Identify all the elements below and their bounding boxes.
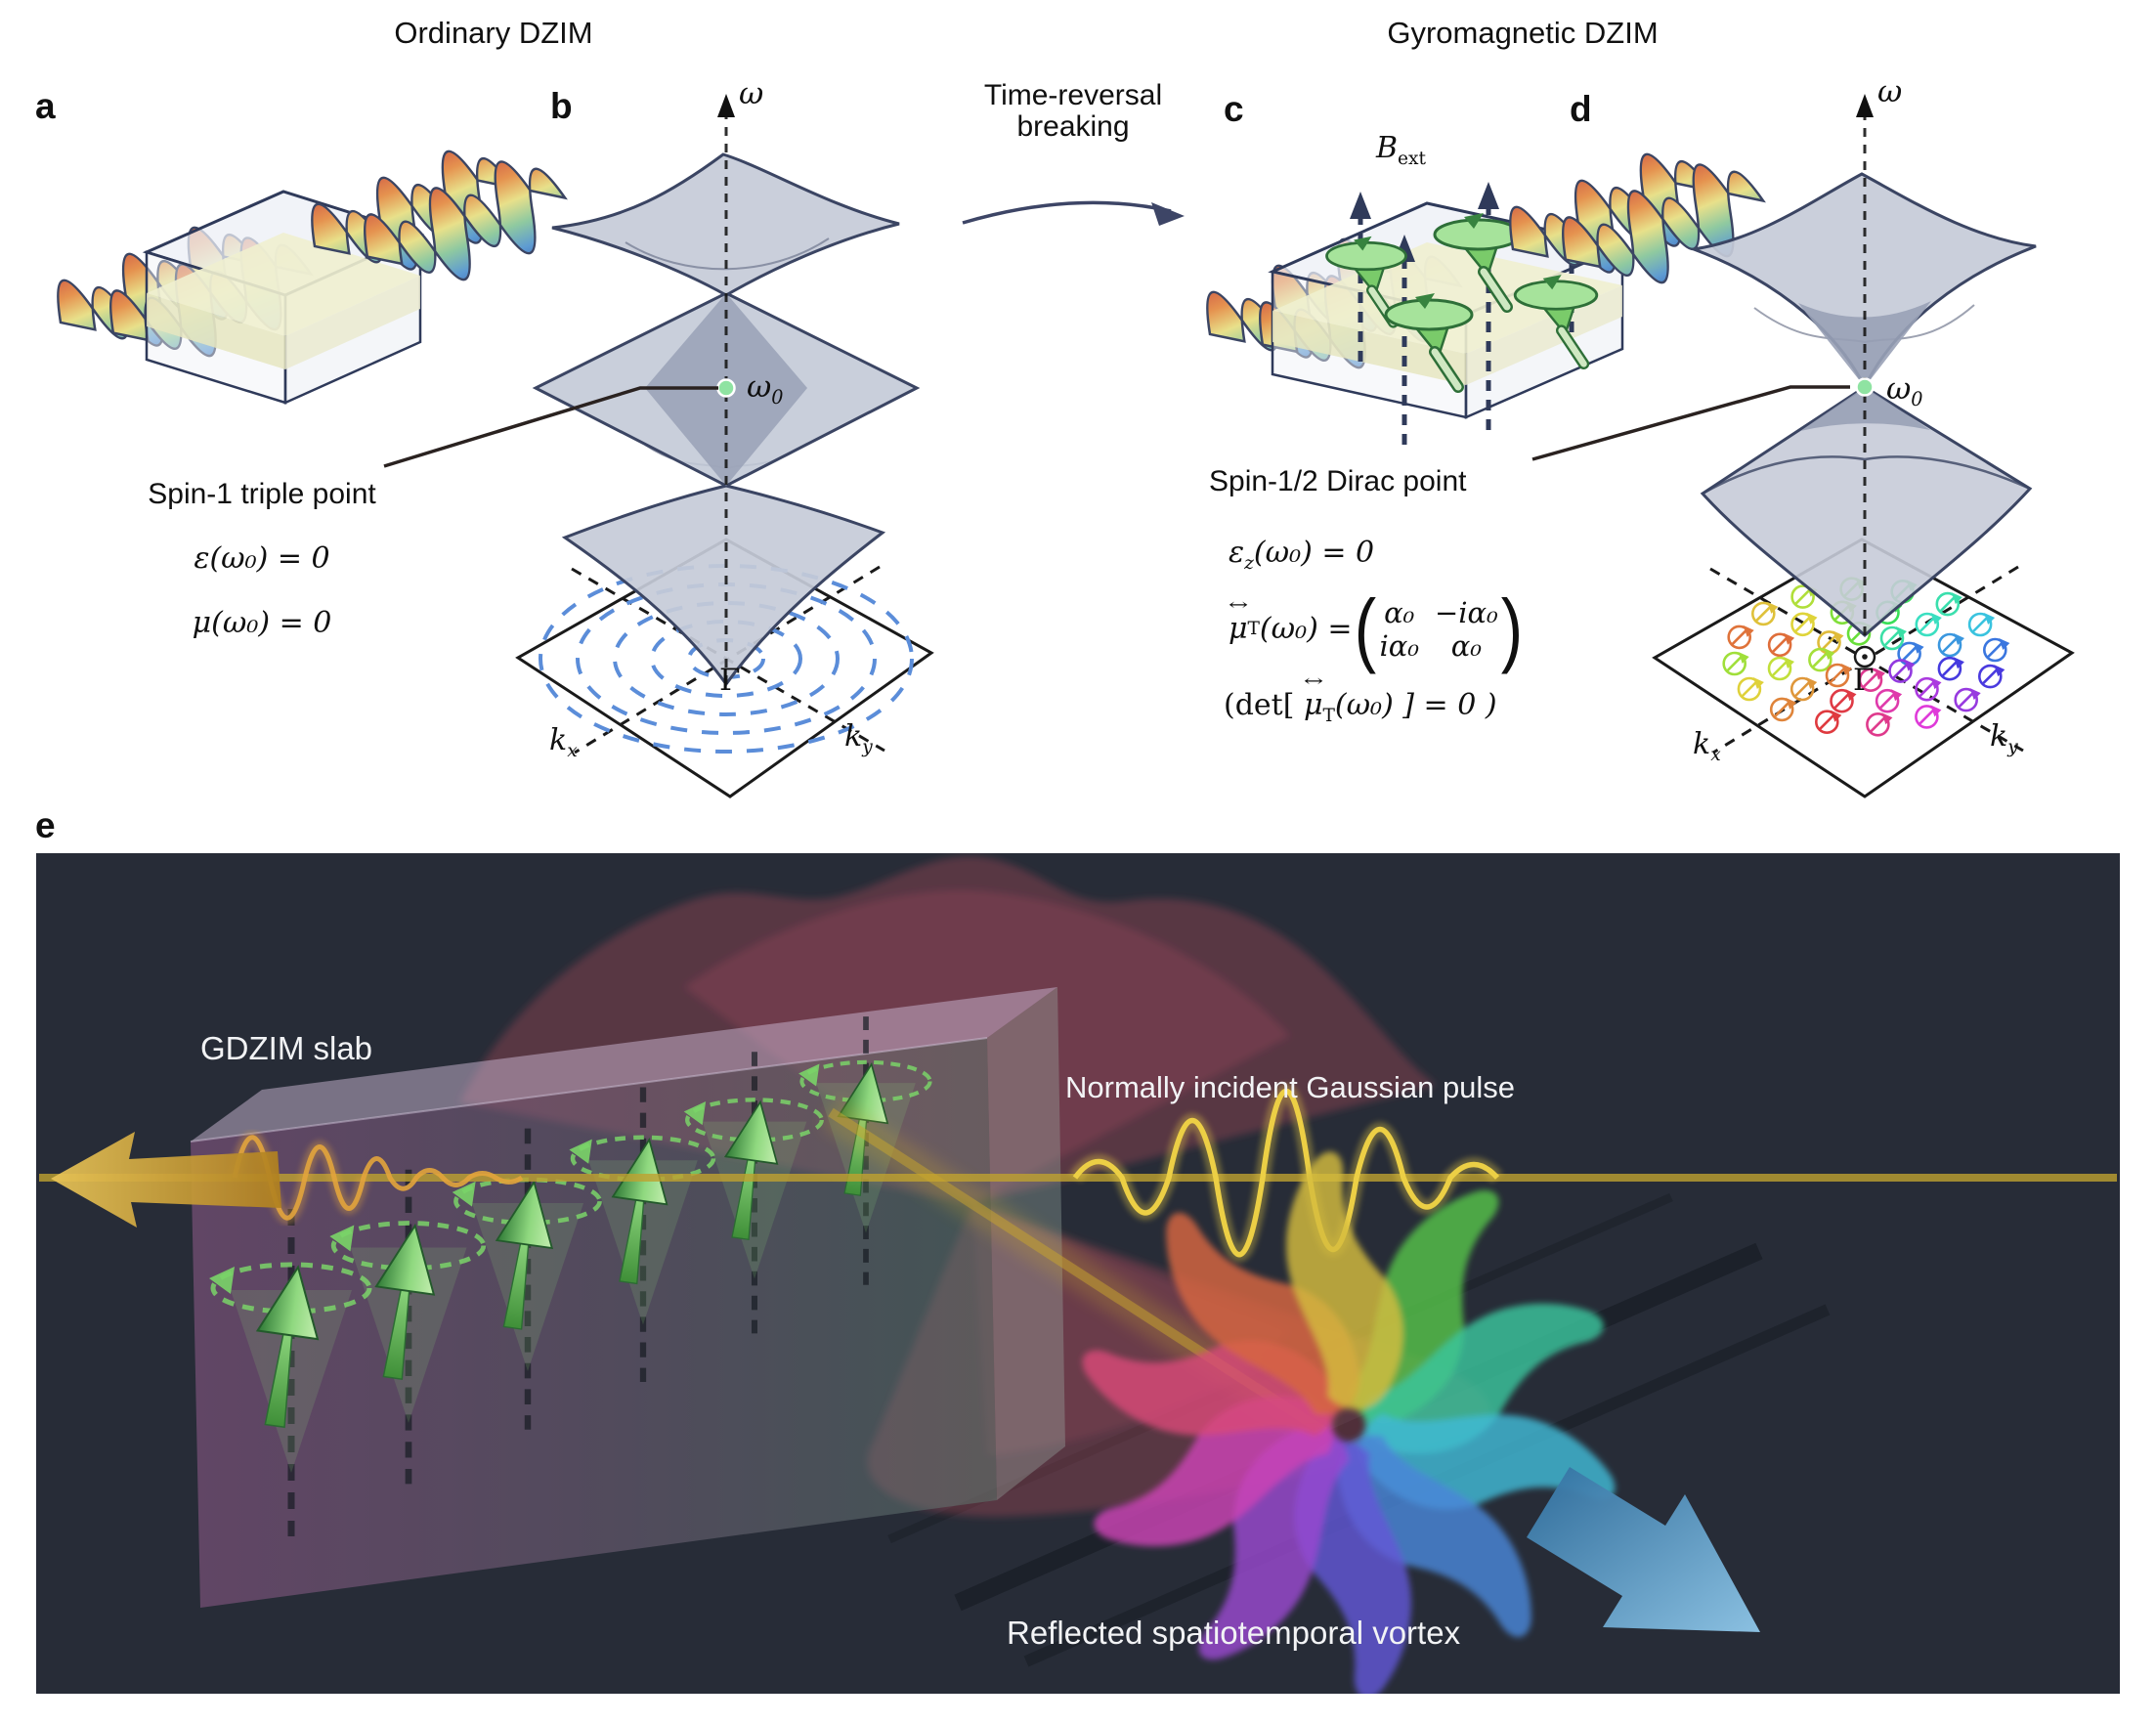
mu-equation: μ(ω₀) = 0: [192, 606, 332, 640]
omega-label-d: ω: [1877, 74, 1903, 109]
ky-label-d: ky: [1990, 719, 2018, 757]
upper-cone-surface: [551, 152, 900, 297]
gdzim-slab-label: GDZIM slab: [200, 1030, 373, 1066]
transition-label: Time-reversal breaking: [983, 79, 1163, 143]
vortex: [1082, 1151, 1616, 1694]
leader-line-b: [383, 386, 718, 468]
bext-label: Bext: [1376, 131, 1427, 169]
panel-e-scene: [36, 853, 2120, 1694]
reflected-arrow-icon: [1527, 1467, 1760, 1632]
gamma-label-d: Γ: [1853, 663, 1875, 698]
lower-cone-surface: [561, 484, 886, 687]
transition-arrowhead: [1151, 202, 1185, 226]
panel-d-dispersion: [1531, 94, 2075, 798]
det-equation: (det[ ↔μT(ω₀) ] = 0 ): [1224, 671, 1497, 726]
omega0-label-b: ω0: [747, 369, 784, 409]
transmitted-arrow-icon: [51, 1132, 281, 1228]
transmitted-pulse: [228, 1131, 524, 1225]
incident-pulse-label: Normally incident Gaussian pulse: [1065, 1070, 1516, 1104]
kx-label-d: kx: [1693, 727, 1721, 765]
ky-label-b: ky: [844, 719, 873, 757]
kx-label-b: kx: [549, 723, 578, 761]
transition-arrow-icon: [962, 200, 1172, 225]
reflected-vortex-label: Reflected spatiotemporal vortex: [1007, 1615, 1461, 1651]
spin1-triple-point-label: Spin-1 triple point: [148, 478, 376, 510]
triple-point-dot: [716, 378, 736, 398]
panel-b-dispersion: [383, 94, 934, 798]
epsilon-z-equation: εz(ω₀) = 0: [1229, 536, 1375, 574]
omega-label-b: ω: [739, 76, 764, 111]
gaussian-pulse-wave: [1068, 1084, 1503, 1263]
panel-label-b: b: [550, 86, 573, 126]
panel-a-illustration: [45, 115, 581, 405]
gamma-out-of-plane-icon: [1853, 645, 1876, 668]
gamma-label-b: Γ: [719, 663, 741, 698]
panel-c-illustration: [1194, 118, 1779, 445]
title-gyromagnetic-dzim: Gyromagnetic DZIM: [1387, 16, 1659, 50]
epsilon-equation: ε(ω₀) = 0: [194, 541, 330, 576]
panel-label-e: e: [35, 805, 56, 845]
panel-label-c: c: [1224, 89, 1244, 129]
spin-half-dirac-point-label: Spin-1/2 Dirac point: [1209, 465, 1467, 497]
panel-label-a: a: [35, 86, 56, 126]
omega-axis: [1856, 94, 1874, 635]
leader-line-d: [1531, 385, 1850, 461]
title-ordinary-dzim: Ordinary DZIM: [394, 16, 593, 50]
dirac-point-dot: [1855, 377, 1875, 397]
omega-axis: [717, 94, 735, 684]
panel-label-d: d: [1570, 89, 1592, 129]
omega0-label-d: ω0: [1886, 371, 1923, 411]
